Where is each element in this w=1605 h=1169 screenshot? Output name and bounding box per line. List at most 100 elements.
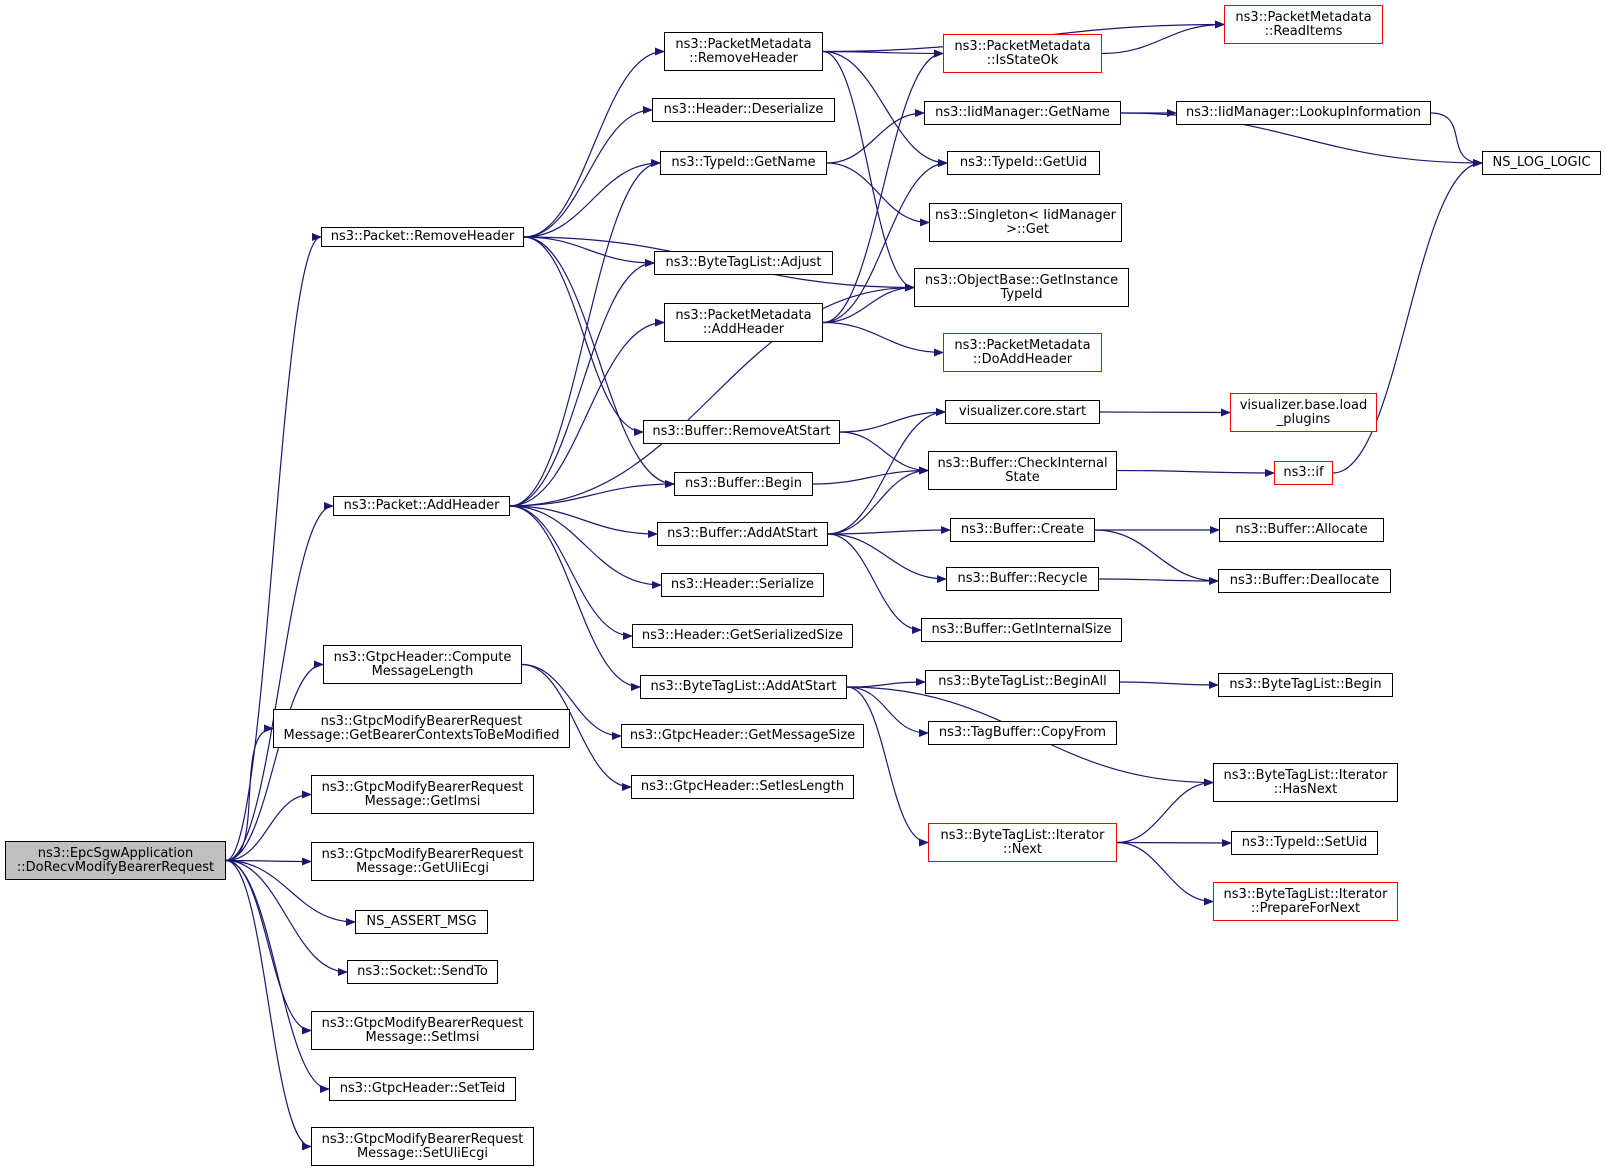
- edge-root-to-gtpc_setteid: [225, 859, 330, 1093]
- edge-pm_addheader-to-objectbase_getinstancetypeid: [822, 283, 915, 324]
- edge-packet_addheader-to-header_serialize: [509, 505, 662, 589]
- edge-root-to-ns_assert_msg: [225, 859, 356, 926]
- node-ns-assert-msg[interactable]: NS_ASSERT_MSG: [355, 910, 488, 934]
- node-pm-doaddheader[interactable]: ns3::PacketMetadata ::DoAddHeader: [943, 333, 1102, 372]
- node-buffer-allocate[interactable]: ns3::Buffer::Allocate: [1219, 518, 1384, 542]
- node-typeid-getname[interactable]: ns3::TypeId::GetName: [660, 151, 827, 175]
- node-header-getserializedsize[interactable]: ns3::Header::GetSerializedSize: [632, 624, 853, 648]
- edge-pm_removeheader-to-objectbase_getinstancetypeid: [822, 50, 915, 292]
- edge-pm_addheader-to-pm_doaddheader: [822, 321, 944, 357]
- edge-packet_removeheader-to-typeid_getname: [523, 159, 661, 238]
- edge-packet_addheader-to-btl_addatstart: [509, 505, 641, 691]
- edge-iidmanager_lookupinformation-to-ns_log_logic: [1430, 112, 1483, 167]
- edge-packet_addheader-to-btl_adjust: [509, 259, 655, 507]
- edge-buffer_addatstart-to-visualizer_core_start: [827, 408, 946, 535]
- edge-packet_removeheader-to-btl_adjust: [523, 236, 655, 267]
- edge-ns3_if-to-ns_log_logic: [1332, 159, 1483, 474]
- edge-packet_removeheader-to-pm_removeheader: [523, 47, 665, 238]
- edge-gtpc_compute-to-gtpc_getmessagesize: [521, 663, 622, 740]
- node-root: ns3::EpcSgwApplication ::DoRecvModifyBea…: [5, 841, 226, 880]
- edge-root-to-gtpc_getbearer: [225, 724, 274, 862]
- node-pm-isstateok[interactable]: ns3::PacketMetadata ::IsStateOk: [943, 34, 1102, 73]
- node-buffer-begin[interactable]: ns3::Buffer::Begin: [674, 472, 813, 496]
- node-packet-addheader[interactable]: ns3::Packet::AddHeader: [333, 496, 510, 516]
- edge-pm_removeheader-to-pm_isstateok: [822, 49, 944, 58]
- edge-buffer_addatstart-to-buffer_getinternalsize: [827, 533, 922, 634]
- node-ns-log-logic[interactable]: NS_LOG_LOGIC: [1482, 151, 1601, 175]
- node-header-serialize[interactable]: ns3::Header::Serialize: [661, 573, 824, 597]
- edge-typeid_getname-to-iidmanager_getname: [826, 109, 925, 164]
- node-gtpc-compute[interactable]: ns3::GtpcHeader::Compute MessageLength: [323, 645, 522, 684]
- edge-root-to-gtpc_compute: [225, 660, 324, 862]
- node-buffer-recycle[interactable]: ns3::Buffer::Recycle: [946, 567, 1099, 591]
- node-buffer-getinternalsize[interactable]: ns3::Buffer::GetInternalSize: [921, 618, 1122, 642]
- node-gtpc-setimsi[interactable]: ns3::GtpcModifyBearerRequest Message::Se…: [311, 1011, 534, 1050]
- node-typeid-getuid[interactable]: ns3::TypeId::GetUid: [947, 151, 1100, 175]
- edge-visualizer_core_start-to-visualizer_base_load_plugins: [1099, 408, 1231, 417]
- node-tagbuffer-copyfrom[interactable]: ns3::TagBuffer::CopyFrom: [928, 721, 1117, 745]
- node-gtpc-setuli[interactable]: ns3::GtpcModifyBearerRequest Message::Se…: [311, 1127, 534, 1166]
- node-objectbase-getinstancetypeid[interactable]: ns3::ObjectBase::GetInstance TypeId: [914, 268, 1129, 307]
- node-buffer-addatstart[interactable]: ns3::Buffer::AddAtStart: [657, 522, 828, 546]
- node-gtpc-getmessagesize[interactable]: ns3::GtpcHeader::GetMessageSize: [621, 724, 864, 748]
- edge-buffer_begin-to-buffer_checkinternalstate: [812, 466, 929, 485]
- node-packet-removeheader[interactable]: ns3::Packet::RemoveHeader: [321, 227, 524, 247]
- edge-root-to-packet_removeheader: [225, 233, 322, 862]
- edge-pm_addheader-to-typeid_getuid: [822, 159, 948, 324]
- edge-buffer_checkinternalstate-to-ns3_if: [1116, 468, 1275, 477]
- node-btl-iterator-next[interactable]: ns3::ByteTagList::Iterator ::Next: [928, 823, 1117, 862]
- edge-buffer_removeatstart-to-buffer_checkinternalstate: [839, 431, 929, 475]
- edge-pm_addheader-to-pm_isstateok: [822, 49, 944, 324]
- node-socket-sendto[interactable]: ns3::Socket::SendTo: [347, 960, 498, 984]
- node-gtpc-setieslength[interactable]: ns3::GtpcHeader::SetIesLength: [631, 775, 854, 799]
- edge-btl_addatstart-to-btl_beginall: [846, 678, 926, 688]
- node-visualizer-base-load-plugins[interactable]: visualizer.base.load _plugins: [1230, 393, 1377, 432]
- edge-buffer_addatstart-to-buffer_recycle: [827, 533, 947, 583]
- edge-pm_removeheader-to-typeid_getuid: [822, 50, 948, 167]
- node-ns3-if[interactable]: ns3::if: [1274, 461, 1333, 485]
- node-header-deserialize[interactable]: ns3::Header::Deserialize: [652, 98, 835, 122]
- node-btl-adjust[interactable]: ns3::ByteTagList::Adjust: [654, 251, 833, 275]
- node-buffer-create[interactable]: ns3::Buffer::Create: [950, 518, 1095, 542]
- edge-packet_addheader-to-objectbase_getinstancetypeid: [509, 283, 915, 507]
- edge-gtpc_compute-to-gtpc_setieslength: [521, 663, 632, 791]
- edge-packet_addheader-to-header_getserializedsize: [509, 505, 633, 640]
- node-pm-addheader[interactable]: ns3::PacketMetadata ::AddHeader: [664, 303, 823, 342]
- edge-typeid_getname-to-singleton_get: [826, 162, 930, 227]
- node-btl-begin[interactable]: ns3::ByteTagList::Begin: [1218, 673, 1393, 697]
- node-btl-iterator-preparefornext[interactable]: ns3::ByteTagList::Iterator ::PrepareForN…: [1213, 882, 1398, 921]
- edge-buffer_recycle-to-buffer_deallocate: [1098, 576, 1219, 585]
- node-singleton-get[interactable]: ns3::Singleton< IidManager >::Get: [929, 203, 1122, 242]
- node-buffer-removeatstart[interactable]: ns3::Buffer::RemoveAtStart: [643, 420, 840, 444]
- edge-btl_iterator_next-to-btl_iterator_hasnext: [1116, 778, 1214, 844]
- node-btl-addatstart[interactable]: ns3::ByteTagList::AddAtStart: [640, 675, 847, 699]
- edge-buffer_removeatstart-to-visualizer_core_start: [839, 408, 946, 433]
- node-pm-readitems[interactable]: ns3::PacketMetadata ::ReadItems: [1224, 5, 1383, 44]
- node-pm-removeheader[interactable]: ns3::PacketMetadata ::RemoveHeader: [664, 32, 823, 71]
- edge-btl_iterator_next-to-btl_iterator_preparefornext: [1116, 841, 1214, 906]
- node-buffer-deallocate[interactable]: ns3::Buffer::Deallocate: [1218, 569, 1391, 593]
- node-iidmanager-getname[interactable]: ns3::IidManager::GetName: [924, 101, 1121, 125]
- node-gtpc-getbearer[interactable]: ns3::GtpcModifyBearerRequest Message::Ge…: [273, 709, 570, 748]
- edge-btl_iterator_next-to-typeid_setuid: [1116, 838, 1232, 847]
- edge-packet_removeheader-to-buffer_removeatstart: [523, 236, 644, 436]
- node-gtpc-setteid[interactable]: ns3::GtpcHeader::SetTeid: [329, 1077, 516, 1101]
- edge-buffer_create-to-buffer_deallocate: [1094, 529, 1219, 585]
- node-typeid-setuid[interactable]: ns3::TypeId::SetUid: [1231, 831, 1378, 855]
- edge-buffer_addatstart-to-buffer_create: [827, 526, 951, 535]
- node-btl-iterator-hasnext[interactable]: ns3::ByteTagList::Iterator ::HasNext: [1213, 763, 1398, 802]
- node-btl-beginall[interactable]: ns3::ByteTagList::BeginAll: [925, 670, 1120, 694]
- edge-packet_addheader-to-buffer_addatstart: [509, 505, 658, 538]
- node-iidmanager-lookupinformation[interactable]: ns3::IidManager::LookupInformation: [1176, 101, 1431, 125]
- node-gtpc-getimsi[interactable]: ns3::GtpcModifyBearerRequest Message::Ge…: [311, 775, 534, 814]
- edge-pm_isstateok-to-pm_readitems: [1101, 20, 1225, 55]
- edge-root-to-socket_sendto: [225, 859, 348, 976]
- edge-root-to-gtpc_getimsi: [225, 790, 312, 862]
- node-visualizer-core-start[interactable]: visualizer.core.start: [945, 400, 1100, 424]
- edge-packet_addheader-to-pm_addheader: [509, 318, 665, 507]
- edge-packet_removeheader-to-header_deserialize: [523, 106, 653, 238]
- node-gtpc-getuli[interactable]: ns3::GtpcModifyBearerRequest Message::Ge…: [311, 842, 534, 881]
- node-buffer-checkinternalstate[interactable]: ns3::Buffer::CheckInternal State: [928, 451, 1117, 490]
- edge-btl_addatstart-to-btl_iterator_next: [846, 686, 929, 847]
